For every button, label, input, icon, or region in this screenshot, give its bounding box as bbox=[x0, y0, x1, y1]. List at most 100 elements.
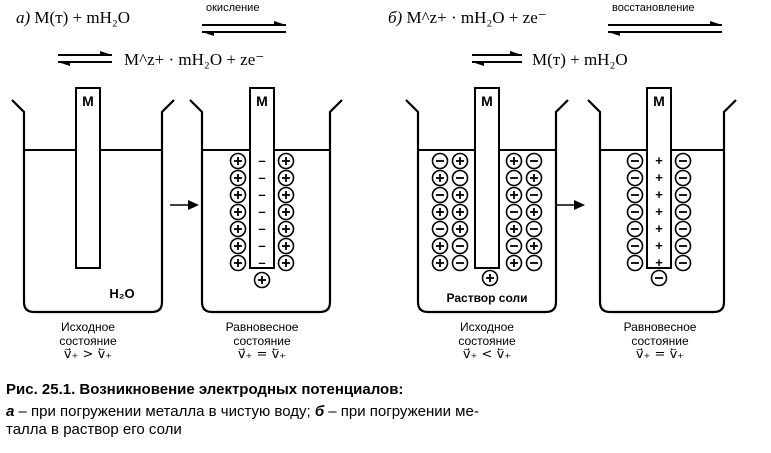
cation-ion bbox=[229, 237, 247, 255]
cation-ion bbox=[277, 152, 295, 170]
cation-ion bbox=[229, 220, 247, 238]
electrode-4 bbox=[646, 87, 672, 269]
anion-ion bbox=[626, 254, 644, 272]
beaker-2: M ––––––– bbox=[189, 87, 343, 314]
anion-ion bbox=[525, 220, 543, 238]
cation-ion bbox=[505, 254, 523, 272]
cation-ion bbox=[229, 169, 247, 187]
cation-ion bbox=[481, 269, 499, 287]
cation-ion bbox=[277, 203, 295, 221]
equation-b-forward-label: восстановление bbox=[612, 2, 695, 14]
cation-ion bbox=[451, 203, 469, 221]
cation-ion bbox=[525, 237, 543, 255]
cation-ion bbox=[431, 254, 449, 272]
cation-ion bbox=[505, 152, 523, 170]
cation-ion bbox=[505, 220, 523, 238]
electrode-positive-charge: + bbox=[655, 221, 663, 236]
cation-ion bbox=[277, 220, 295, 238]
electrode-3-label: M bbox=[481, 93, 493, 109]
anion-ion bbox=[431, 220, 449, 238]
electrode-2 bbox=[249, 87, 275, 269]
electrode-4-label: M bbox=[653, 93, 665, 109]
electrode-1-label: M bbox=[82, 93, 94, 109]
equation-a-right: M^z+ · mH₂O + ze⁻ bbox=[124, 50, 265, 69]
anion-ion bbox=[505, 237, 523, 255]
electrode-positive-charge: + bbox=[655, 255, 663, 270]
anion-ion bbox=[505, 203, 523, 221]
electrode-negative-charge: – bbox=[258, 170, 265, 185]
anion-ion bbox=[674, 220, 692, 238]
cation-ion bbox=[431, 203, 449, 221]
anion-ion bbox=[525, 254, 543, 272]
electrode-negative-charge: – bbox=[258, 255, 265, 270]
cation-ion bbox=[505, 186, 523, 204]
anion-ion bbox=[626, 220, 644, 238]
equation-b-left: б) M^z+ · mH₂O + ze⁻ bbox=[388, 8, 547, 27]
cation-ion bbox=[229, 152, 247, 170]
cation-ion bbox=[277, 186, 295, 204]
cation-ion bbox=[277, 237, 295, 255]
beaker-1-water-label: H₂O bbox=[109, 286, 134, 301]
cation-ion bbox=[229, 186, 247, 204]
caption-3: Исходное состояние v⃗₊ < v⃖₊ bbox=[458, 320, 516, 362]
anion-ion bbox=[674, 169, 692, 187]
anion-ion bbox=[674, 203, 692, 221]
beaker-3-solution-label: Раствор соли bbox=[447, 291, 528, 305]
transition-arrow-b bbox=[556, 200, 585, 210]
anion-ion bbox=[626, 152, 644, 170]
beaker-3: M Раствор соли bbox=[405, 87, 569, 314]
anion-ion bbox=[674, 254, 692, 272]
anion-ion bbox=[626, 203, 644, 221]
electrode-negative-charge: – bbox=[258, 238, 265, 253]
anion-ion bbox=[626, 169, 644, 187]
electrode-negative-charge: – bbox=[258, 153, 265, 168]
caption-1: Исходное состояние v⃗₊ > v⃖₊ bbox=[59, 320, 117, 362]
anion-ion bbox=[451, 237, 469, 255]
equilibrium-arrow-a-top bbox=[202, 21, 286, 36]
anion-ion bbox=[451, 169, 469, 187]
beaker-1: M H₂O bbox=[11, 87, 175, 314]
cation-ion bbox=[451, 186, 469, 204]
electrode-positive-charge: + bbox=[655, 170, 663, 185]
cation-ion bbox=[229, 254, 247, 272]
cation-ion bbox=[277, 169, 295, 187]
electrode-positive-charge: + bbox=[655, 153, 663, 168]
electrode-negative-charge: – bbox=[258, 187, 265, 202]
anion-ion bbox=[525, 152, 543, 170]
caption-4: Равновесное состояние v⃗₊ = v⃖₊ bbox=[623, 320, 697, 362]
anion-ion bbox=[505, 169, 523, 187]
figure-title: Рис. 25.1. Возникновение электродных пот… bbox=[6, 381, 404, 398]
equation-a-forward-label: окисление bbox=[206, 2, 260, 14]
anion-ion bbox=[650, 269, 668, 287]
cation-ion bbox=[253, 271, 271, 289]
electrode-3 bbox=[474, 87, 500, 269]
figure-description: а – при погружении металла в чистую воду… bbox=[6, 403, 479, 438]
cation-ion bbox=[229, 203, 247, 221]
electrode-1 bbox=[75, 87, 101, 269]
equation-b-right: M(т) + mH₂O bbox=[532, 50, 628, 69]
anion-ion bbox=[431, 152, 449, 170]
electrode-negative-charge: – bbox=[258, 221, 265, 236]
anion-ion bbox=[451, 254, 469, 272]
electrode-positive-charge: + bbox=[655, 187, 663, 202]
caption-2: Равновесное состояние v⃗₊ = v⃖₊ bbox=[225, 320, 299, 362]
electrode-positive-charge: + bbox=[655, 238, 663, 253]
cation-ion bbox=[451, 220, 469, 238]
equilibrium-arrow-a-bottom bbox=[58, 51, 112, 66]
electrode-negative-charge: – bbox=[258, 204, 265, 219]
cation-ion bbox=[525, 203, 543, 221]
equilibrium-arrow-b-bottom bbox=[472, 51, 522, 66]
cation-ion bbox=[451, 152, 469, 170]
anion-ion bbox=[674, 152, 692, 170]
beaker-4: M + + + + + + + bbox=[587, 87, 737, 314]
equation-a-left: а) M(т) + mH₂O bbox=[16, 8, 131, 27]
cation-ion bbox=[525, 169, 543, 187]
anion-ion bbox=[626, 186, 644, 204]
anion-ion bbox=[674, 237, 692, 255]
equilibrium-arrow-b-top bbox=[608, 21, 722, 36]
anion-ion bbox=[431, 186, 449, 204]
electrode-positive-charge: + bbox=[655, 204, 663, 219]
anion-ion bbox=[525, 186, 543, 204]
anion-ion bbox=[626, 237, 644, 255]
